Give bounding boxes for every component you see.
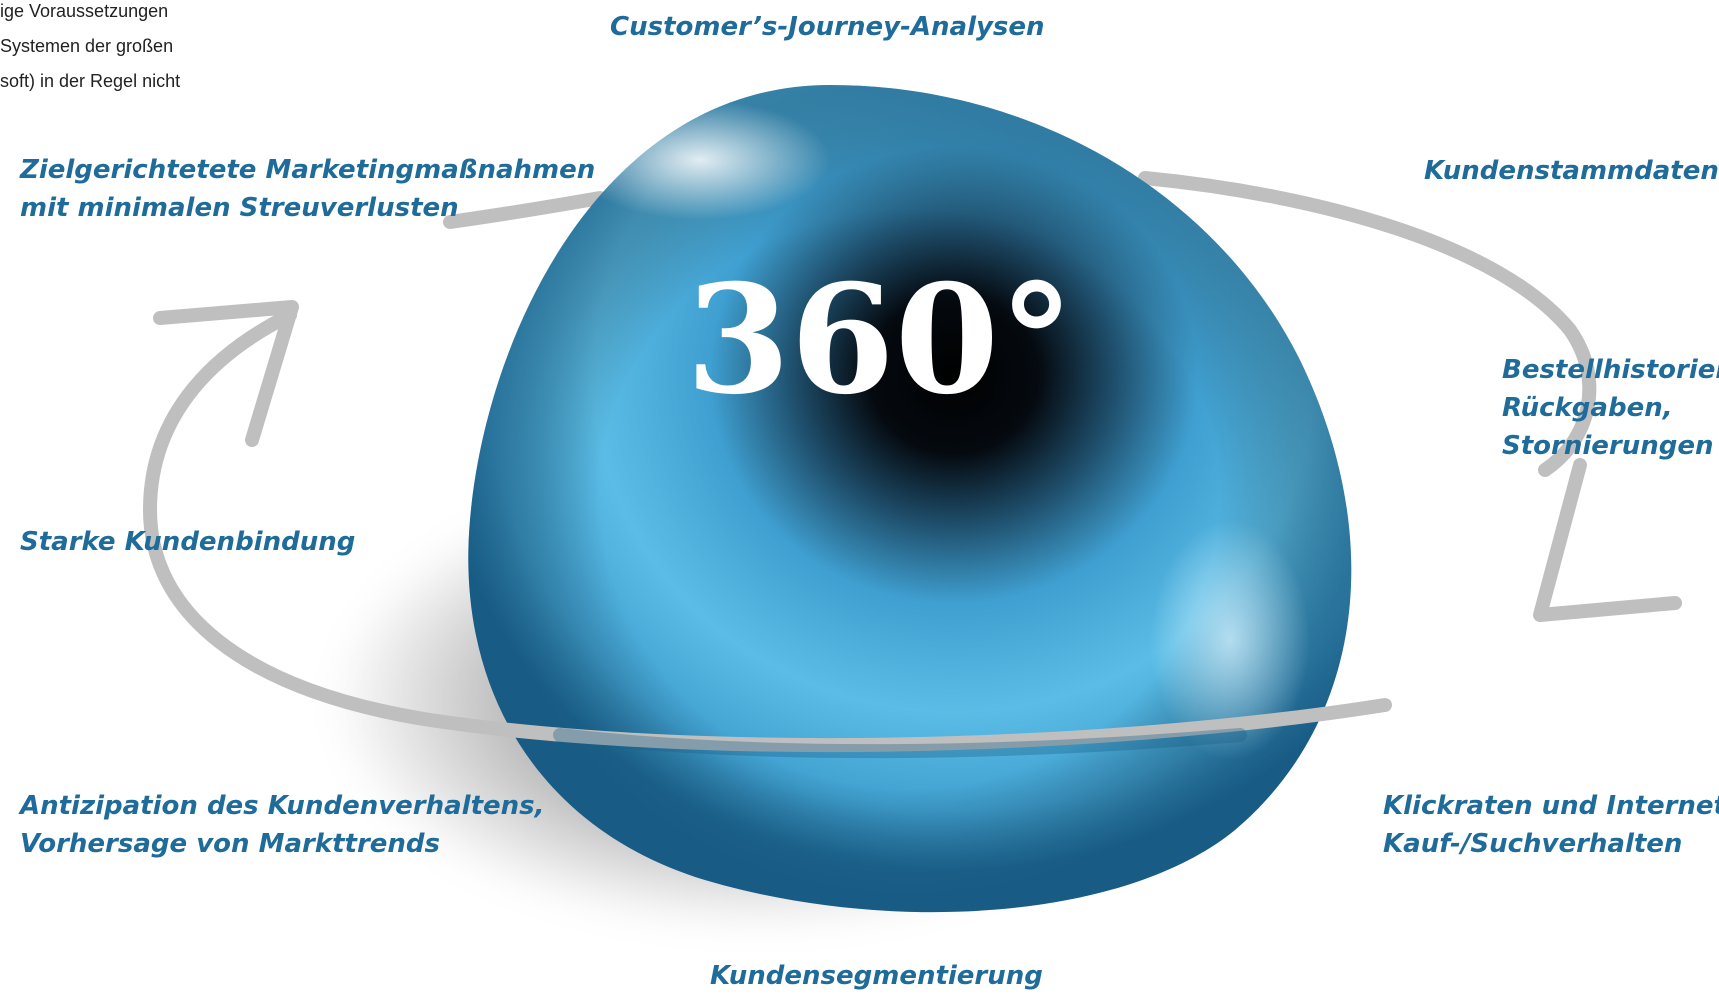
label-targeted-marketing: Zielgerichtetete Marketingmaßnahmen mit … — [20, 151, 595, 227]
label-behavior-anticipation: Antizipation des Kundenverhaltens, Vorhe… — [20, 787, 545, 863]
label-customer-journey: Customer’s-Journey-Analysen — [610, 12, 1045, 42]
label-line: Zielgerichtetete Marketingmaßnahmen — [20, 155, 596, 185]
arrow-overlap-tint — [553, 728, 1247, 759]
label-line: mit minimalen Streuverlusten — [20, 193, 459, 223]
intro-line: ige Voraussetzungen — [0, 1, 169, 21]
label-line: Vorhersage von Markttrends — [20, 829, 441, 859]
orb-highlight-right — [1150, 520, 1310, 760]
center-label: 360° — [686, 252, 1074, 428]
label-customer-master-data: Kundenstammdaten — [1424, 156, 1719, 186]
label-line: Kauf-/Suchverhalten — [1383, 829, 1683, 859]
intro-line: Systemen der großen — [0, 36, 174, 56]
intro-text: ige Voraussetzungen Systemen der großen … — [0, 0, 180, 99]
label-line: Antizipation des Kundenverhaltens, — [20, 791, 545, 821]
cycle-arrow-front — [143, 300, 1682, 753]
label-customer-segmentation: Kundensegmentierung — [710, 961, 1043, 991]
cycle-arrow-back — [443, 171, 1597, 477]
label-line: Bestellhistorien, — [1502, 355, 1719, 385]
label-order-history: Bestellhistorien, Rückgaben, Stornierung… — [1502, 351, 1719, 465]
label-line: Klickraten und Internet- — [1383, 791, 1719, 821]
label-line: Rückgaben, — [1502, 393, 1673, 423]
intro-line: soft) in der Regel nicht — [0, 71, 181, 91]
orb-highlight-top — [570, 100, 830, 220]
label-customer-loyalty: Starke Kundenbindung — [20, 527, 356, 557]
orb — [468, 85, 1352, 913]
label-click-rates: Klickraten und Internet- Kauf-/Suchverha… — [1383, 787, 1719, 863]
label-line: Stornierungen — [1502, 431, 1714, 461]
